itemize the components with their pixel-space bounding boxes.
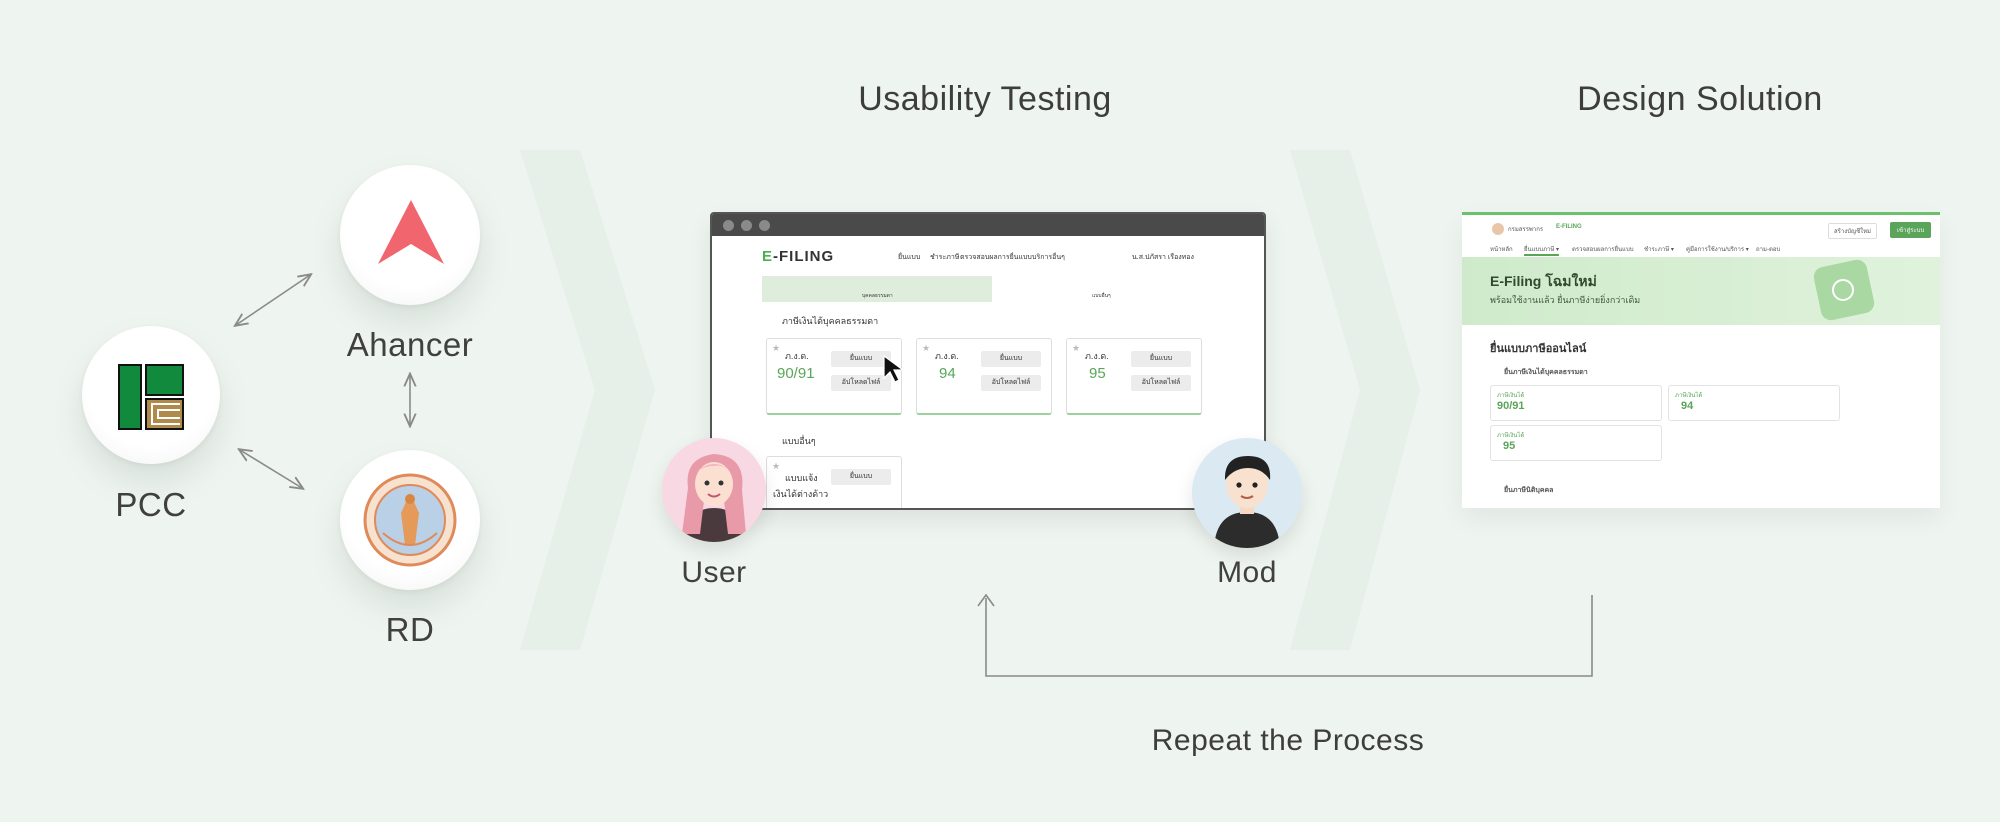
mod-label: Mod (1217, 556, 1277, 589)
file-button: ยื่นแบบ (831, 351, 891, 367)
star-icon: ★ (772, 343, 781, 353)
ahancer-node (340, 165, 480, 305)
file-button: ยื่นแบบ (831, 469, 891, 485)
mouse-cursor-icon (883, 354, 905, 383)
file-button: ยื่นแบบ (981, 351, 1041, 367)
window-dot-icon (723, 220, 734, 231)
chevron-band-2 (1290, 150, 1420, 650)
efiling-logo: E-FILING (762, 248, 835, 265)
upload-button: อัปโหลดไฟล์ (831, 375, 891, 391)
login-button: เข้าสู่ระบบ (1890, 222, 1932, 238)
form-card-95: ★ ภ.ง.ด. 95 ยื่นแบบ อัปโหลดไฟล์ (1066, 338, 1202, 415)
user-label: User (681, 556, 747, 589)
section-other-title: แบบอื่นๆ (782, 436, 816, 446)
design-card-94: ภาษีเงินได้ 94 (1668, 385, 1840, 421)
efiling-browser-screenshot: E-FILING ยื่นแบบ ชำระภาษี ตรวจสอบผลการยื… (710, 212, 1266, 510)
refresh-icon (1832, 279, 1854, 301)
nav-item: คู่มือการใช้งาน/บริการ ▾ (1686, 247, 1749, 253)
design-solution-screenshot: กรมสรรพากร E-FILING สร้างบัญชีใหม่ เข้าส… (1462, 212, 1940, 508)
nav-item: ยื่นแบบภาษี ▾ (1524, 244, 1560, 256)
form-card-90-91: ★ ภ.ง.ด. 90/91 ยื่นแบบ อัปโหลดไฟล์ (766, 338, 902, 415)
window-dot-icon (741, 220, 752, 231)
register-button: สร้างบัญชีใหม่ (1828, 223, 1878, 239)
hero-subtitle: พร้อมใช้งานแล้ว ยื่นภาษีง่ายยิ่งกว่าเดิม (1490, 295, 1641, 305)
nav-item: บริการอื่นๆ (1032, 254, 1065, 261)
tab-other-label: แบบอื่นๆ (1092, 293, 1111, 299)
nav-item: ถาม-ตอบ (1756, 247, 1781, 253)
nav-item: ยื่นแบบ (898, 254, 921, 261)
tab-person (762, 276, 992, 302)
form-card-other: ★ แบบแจ้ง เงินได้ต่างด้าว ยื่นแบบ (766, 456, 902, 508)
chevron-band-1 (520, 150, 655, 650)
nav-item: หน้าหลัก (1490, 247, 1513, 253)
nav-item: ตรวจสอบผลการยื่นแบบ (960, 254, 1032, 261)
pcc-label: PCC (115, 486, 187, 523)
usability-testing-heading: Usability Testing (858, 80, 1112, 118)
file-button: ยื่นแบบ (1131, 351, 1191, 367)
user-avatar (662, 438, 766, 542)
repeat-process-heading: Repeat the Process (1151, 724, 1425, 757)
dept-name: กรมสรรพากร (1508, 227, 1544, 233)
nav-item: ชำระภาษี ▾ (1644, 247, 1674, 253)
hero-title: E-Filing โฉมใหม่ (1490, 273, 1597, 289)
star-icon: ★ (1072, 343, 1081, 353)
upload-button: อัปโหลดไฟล์ (981, 375, 1041, 391)
rd-small-logo-icon (1492, 223, 1504, 235)
user-illustration-icon (682, 454, 746, 542)
browser-titlebar (712, 214, 1264, 236)
stakeholder-arrows (0, 0, 500, 822)
nav-item: ชำระภาษี (930, 254, 960, 261)
design-card-90-91: ภาษีเงินได้ 90/91 (1490, 385, 1662, 421)
nav-item: ตรวจสอบผลการยื่นแบบ (1572, 247, 1634, 253)
hero-banner: E-Filing โฉมใหม่ พร้อมใช้งานแล้ว ยื่นภาษ… (1462, 257, 1940, 325)
star-icon: ★ (772, 461, 781, 471)
corporate-tax-title: ยื่นภาษีนิติบุคคล (1504, 487, 1554, 494)
design-solution-heading: Design Solution (1577, 80, 1823, 118)
star-icon: ★ (922, 343, 931, 353)
window-dot-icon (759, 220, 770, 231)
rd-node (340, 450, 480, 590)
rd-label: RD (385, 611, 435, 648)
section-personal-title: ภาษีเงินได้บุคคลธรรมดา (782, 316, 879, 326)
personal-tax-title: ยื่นภาษีเงินได้บุคคลธรรมดา (1504, 369, 1588, 376)
efiling-small-logo: E-FILING (1556, 224, 1582, 230)
tab-person-label: บุคคลธรรมดา (862, 293, 893, 299)
user-name: น.ส.ปภัสรา เรืองทอง (1132, 254, 1194, 261)
pcc-logo-icon (118, 364, 184, 430)
design-card-95: ภาษีเงินได้ 95 (1490, 425, 1662, 461)
pcc-node (82, 326, 220, 464)
upload-button: อัปโหลดไฟล์ (1131, 375, 1191, 391)
mod-avatar (1192, 438, 1302, 548)
mod-illustration-icon (1214, 456, 1280, 548)
online-filing-title: ยื่นแบบภาษีออนไลน์ (1490, 343, 1587, 355)
ahancer-label: Ahancer (346, 326, 474, 363)
rd-seal-icon (363, 473, 457, 567)
form-card-94: ★ ภ.ง.ด. 94 ยื่นแบบ อัปโหลดไฟล์ (916, 338, 1052, 415)
ahancer-logo-icon (378, 200, 444, 264)
